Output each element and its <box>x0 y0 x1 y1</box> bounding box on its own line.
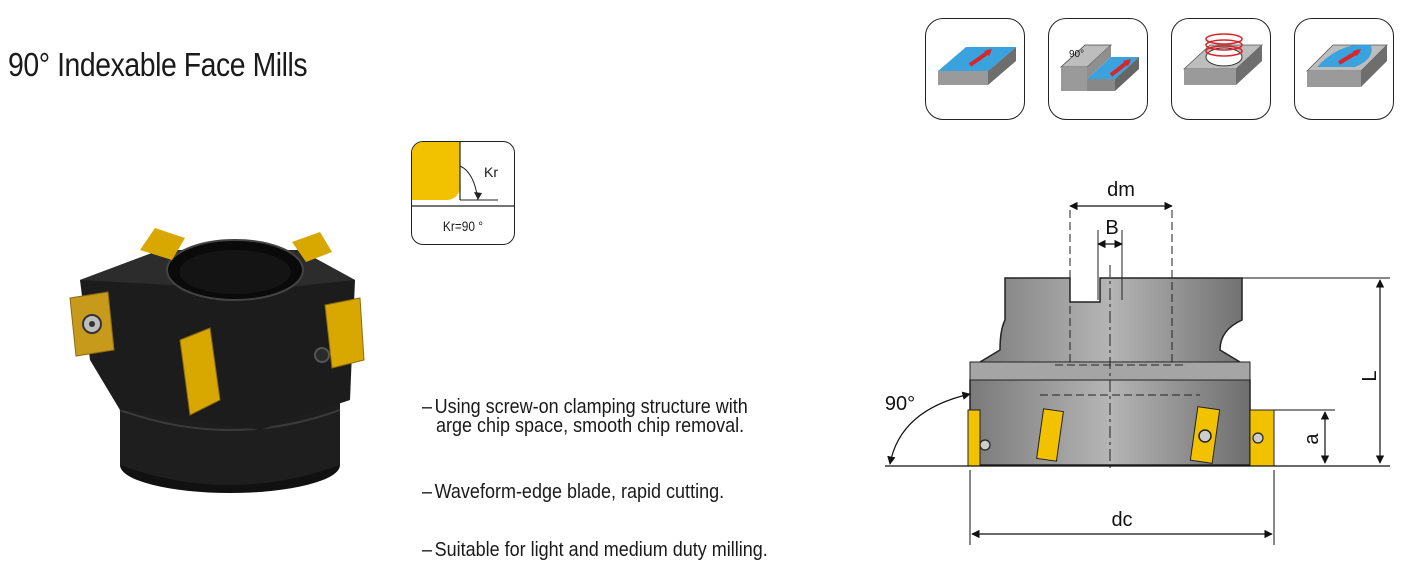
operation-icons: 90° <box>925 18 1400 122</box>
kr-angle-label: Kr <box>484 164 498 180</box>
ramping-icon <box>1294 18 1394 120</box>
angle-label: 90° <box>885 393 915 415</box>
feature-item: –Using screw-on clamping structure with <box>422 396 748 418</box>
shoulder-angle-label: 90° <box>1069 49 1084 60</box>
face-milling-icon <box>925 18 1025 120</box>
feature-item: –Waveform-edge blade, rapid cutting. <box>422 481 725 503</box>
feature-item: –Suitable for light and medium duty mill… <box>422 539 768 561</box>
feature-item-continuation: arge chip space, smooth chip removal. <box>436 415 745 437</box>
helical-interpolation-icon <box>1171 18 1271 120</box>
dc-label: dc <box>1111 509 1132 531</box>
l-label: L <box>1359 370 1381 381</box>
feature-text: arge chip space, smooth chip removal. <box>436 415 745 437</box>
a-label: a <box>1301 433 1323 445</box>
page-title: 90° Indexable Face Mills <box>8 46 308 83</box>
b-label: B <box>1105 217 1118 239</box>
feature-text: Waveform-edge blade, rapid cutting. <box>434 481 725 503</box>
product-photo <box>60 210 370 510</box>
shoulder-milling-icon: 90° <box>1048 18 1148 120</box>
dm-label: dm <box>1107 179 1135 201</box>
kr-value-label: Kr=90 ° <box>442 218 484 234</box>
feature-text: Suitable for light and medium duty milli… <box>434 539 768 561</box>
feature-text: Using screw-on clamping structure with <box>434 396 748 418</box>
technical-drawing: dm B L a dc 90° <box>860 170 1400 550</box>
insert-angle-icon: Kr Kr=90 ° <box>411 141 515 245</box>
